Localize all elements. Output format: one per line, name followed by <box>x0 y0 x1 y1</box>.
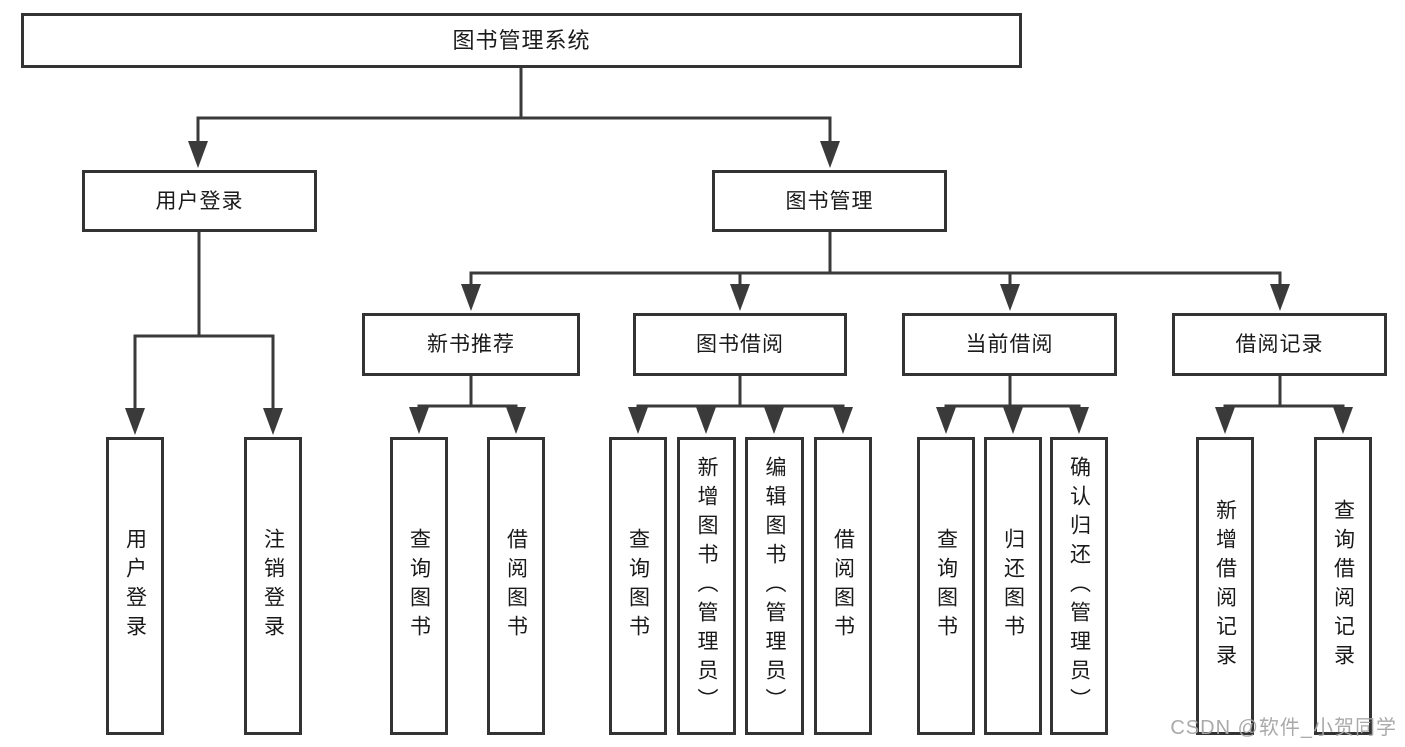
leaf-return-books: 归还图书 <box>984 437 1042 735</box>
leaf-borrow-books: 借阅图书 <box>814 437 872 735</box>
leaf-confirm-return-admin: 确认归还（管理员） <box>1050 437 1108 735</box>
leaf-logout: 注销登录 <box>244 437 302 735</box>
leaf-query-books-borrow: 查询图书 <box>609 437 667 735</box>
node-book-borrow: 图书借阅 <box>633 313 847 376</box>
leaf-user-login: 用户登录 <box>106 437 164 735</box>
node-library-system: 图书管理系统 <box>21 13 1022 68</box>
node-user-login: 用户登录 <box>82 170 317 232</box>
leaf-borrow-books-recommend: 借阅图书 <box>487 437 545 735</box>
node-new-book-recommend: 新书推荐 <box>362 313 580 376</box>
leaf-query-books-recommend: 查询图书 <box>390 437 448 735</box>
node-borrow-records: 借阅记录 <box>1172 313 1387 376</box>
leaf-query-books-current: 查询图书 <box>917 437 975 735</box>
leaf-add-books-admin: 新增图书（管理员） <box>677 437 736 735</box>
node-current-borrow: 当前借阅 <box>902 313 1117 376</box>
connector-lines <box>133 68 1345 412</box>
leaf-edit-books-admin: 编辑图书（管理员） <box>745 437 804 735</box>
leaf-query-borrow-record: 查询借阅记录 <box>1314 437 1372 735</box>
leaf-add-borrow-record: 新增借阅记录 <box>1196 437 1254 735</box>
node-book-management: 图书管理 <box>712 170 947 232</box>
connector-arrowheads <box>125 141 1353 435</box>
watermark: CSDN @软件_小贺同学 <box>1170 717 1397 739</box>
